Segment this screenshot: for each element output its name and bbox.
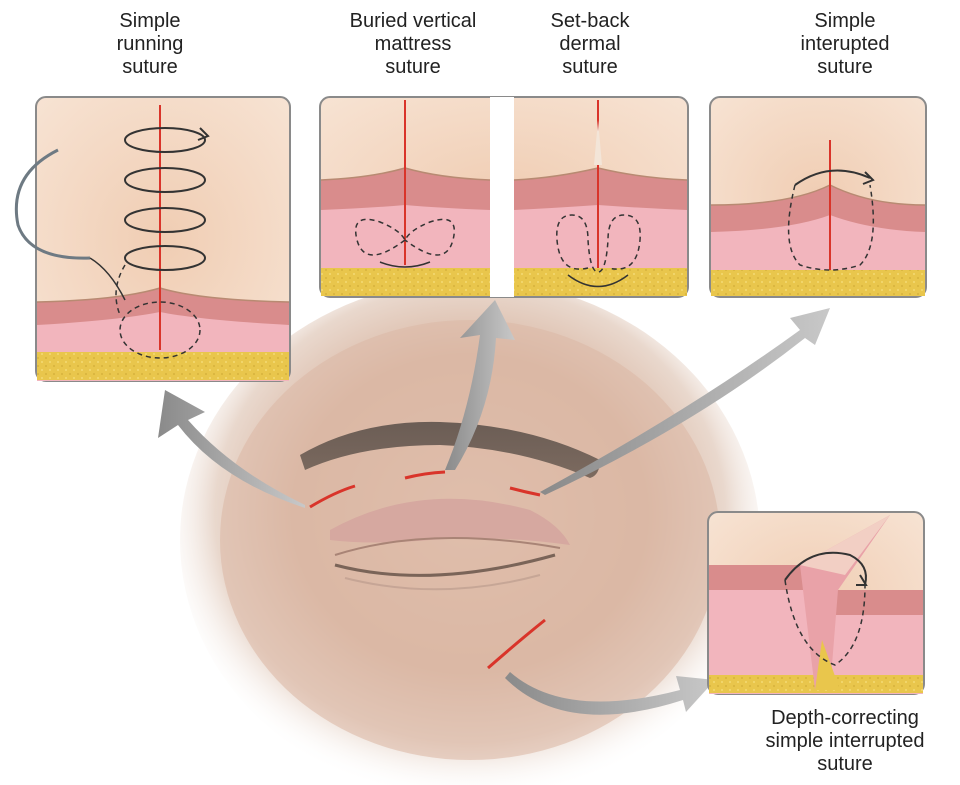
panel-depth-correcting <box>708 512 924 694</box>
panel-simple-interrupted <box>710 97 926 297</box>
panel-buried-and-setback <box>320 97 688 297</box>
panel-simple-running <box>16 97 290 381</box>
